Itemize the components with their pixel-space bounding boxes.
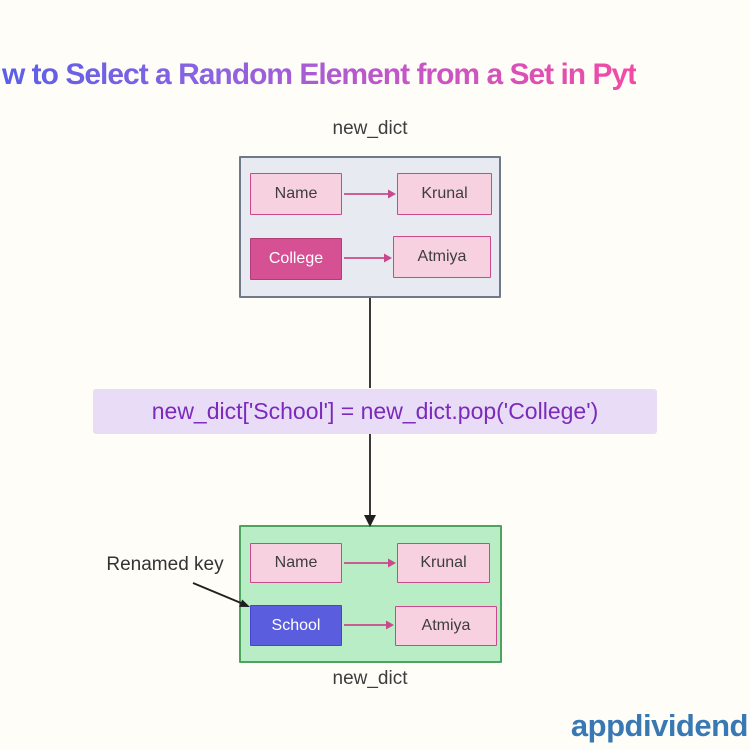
bottom-dict-key-school-text: School bbox=[271, 616, 321, 634]
bottom-dict-key-name-text: Name bbox=[274, 554, 318, 571]
top-dict-value-atmiya: Atmiya bbox=[393, 236, 491, 278]
code-statement-text: new_dict['School'] = new_dict.pop('Colle… bbox=[151, 398, 599, 424]
bottom-dict-name-label: new_dict bbox=[332, 668, 408, 689]
bottom-dict-value-krunal: Krunal bbox=[397, 543, 490, 583]
top-dict-value-atmiya-text: Atmiya bbox=[417, 248, 467, 265]
bottom-dict-key-school-highlighted: School bbox=[250, 605, 342, 646]
bottom-dict-value-atmiya-text: Atmiya bbox=[421, 617, 471, 634]
top-dict-key-name-text: Name bbox=[274, 185, 318, 202]
bottom-dict-value-krunal-text: Krunal bbox=[420, 554, 467, 571]
top-dict-value-krunal: Krunal bbox=[397, 173, 492, 215]
bottom-dict-value-atmiya: Atmiya bbox=[395, 606, 497, 646]
top-dict-value-krunal-text: Krunal bbox=[421, 185, 468, 202]
appdividend-watermark: appdividend bbox=[570, 708, 749, 743]
top-dict-key-college-highlighted: College bbox=[250, 238, 342, 280]
renamed-key-annotation: Renamed key bbox=[106, 554, 224, 575]
top-dict-key-college-text: College bbox=[268, 250, 324, 267]
top-dict-key-name: Name bbox=[250, 173, 342, 215]
bottom-dict-key-name: Name bbox=[250, 543, 342, 583]
code-statement-banner: new_dict['School'] = new_dict.pop('Colle… bbox=[93, 389, 657, 434]
page-title-text: w to Select a Random Element from a Set … bbox=[2, 58, 637, 91]
page-title: w to Select a Random Element from a Set … bbox=[0, 58, 750, 102]
top-dict-name-label: new_dict bbox=[332, 118, 408, 139]
